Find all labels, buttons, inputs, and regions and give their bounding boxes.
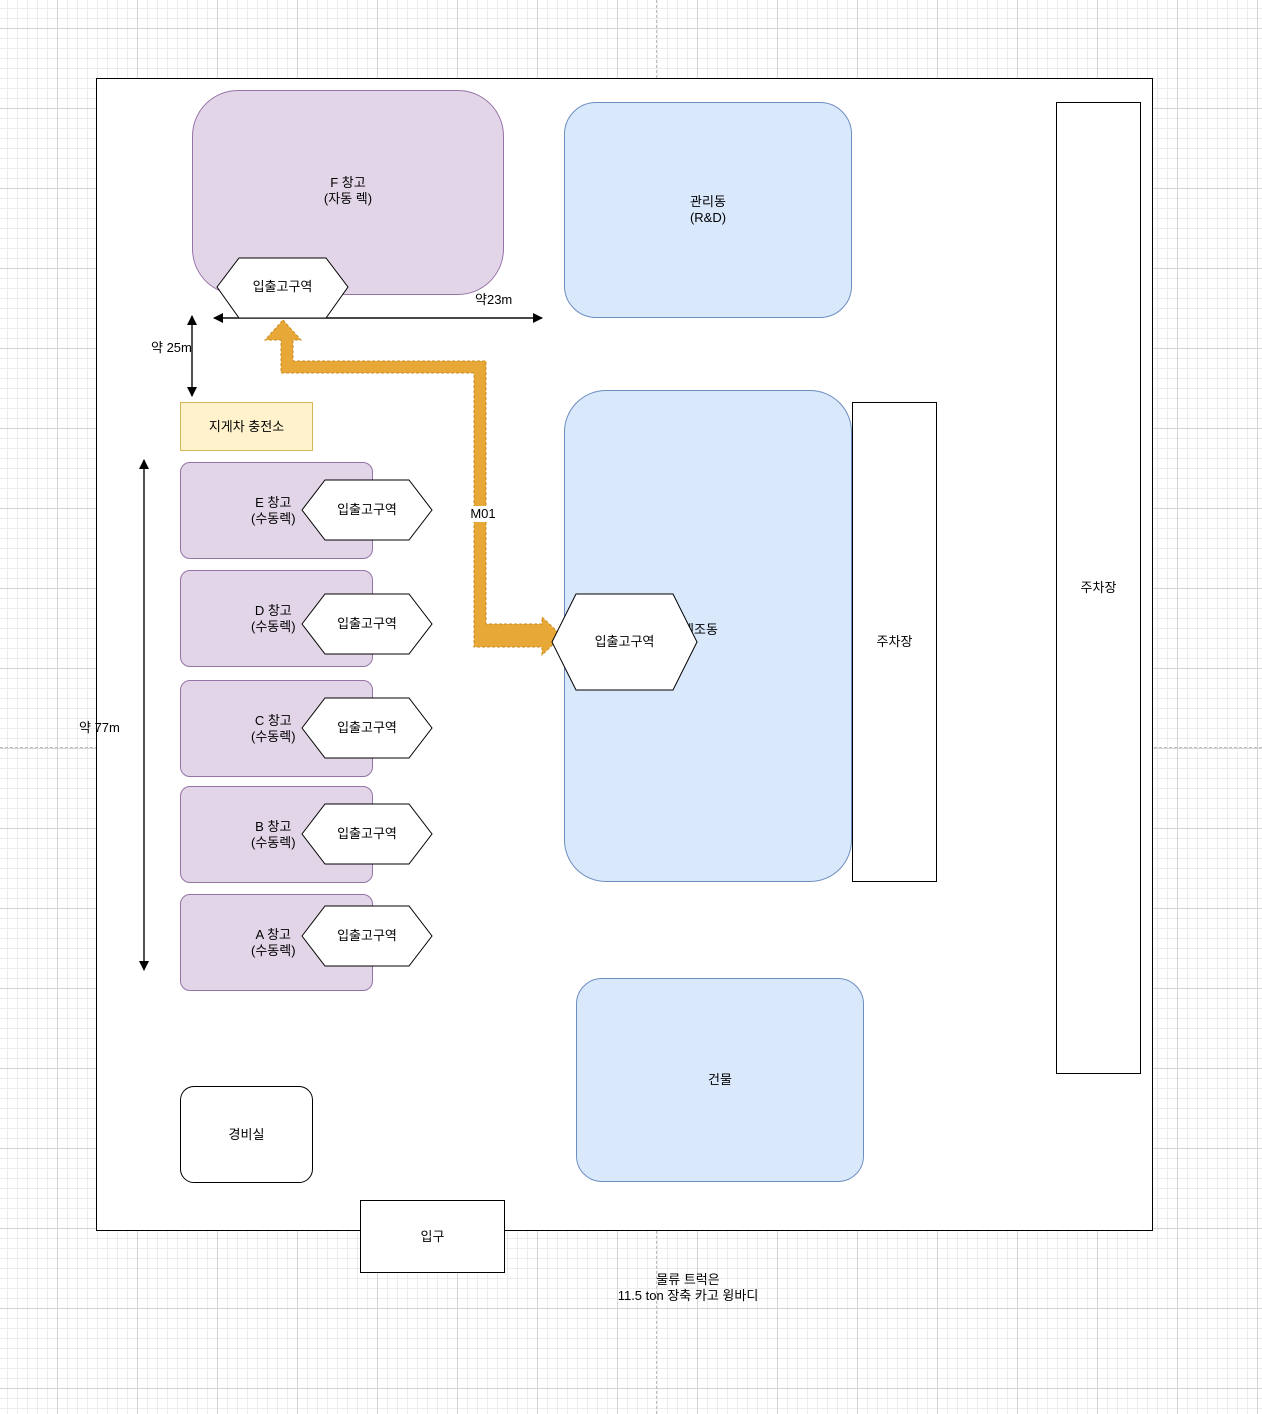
dock-label-a: 입출고구역 — [337, 928, 397, 943]
parking-lot-right-label: 주차장 — [1080, 580, 1117, 595]
dock-hexagon-a[interactable] — [301, 905, 433, 967]
entrance-label: 입구 — [420, 1228, 445, 1244]
dimension-label-25m: 약 25m — [151, 340, 192, 355]
route-label-m01: M01 — [464, 506, 502, 522]
warehouse-b-label: B 창고 (수동렉) — [251, 818, 296, 850]
building-label: 건물 — [708, 1072, 732, 1087]
dock-label-e: 입출고구역 — [337, 502, 397, 517]
dock-hexagon-b[interactable] — [301, 803, 433, 865]
forklift-charging-station-label: 지게차 충전소 — [208, 418, 285, 434]
dock-hexagon-d[interactable] — [301, 593, 433, 655]
warehouse-a-label: A 창고 (수동렉) — [251, 926, 296, 958]
dock-hexagon-c[interactable] — [301, 697, 433, 759]
warehouse-d-label: D 창고 (수동렉) — [251, 602, 296, 634]
building[interactable]: 건물 — [576, 978, 864, 1182]
warehouse-e-label: E 창고 (수동렉) — [251, 494, 296, 526]
dimension-label-width: 약23m — [475, 292, 513, 307]
dock-label-f: 입출고구역 — [252, 279, 313, 294]
guard-room-label: 경비실 — [228, 1126, 265, 1142]
dimension-label-77m: 약 77m — [79, 720, 120, 735]
dock-label-manufacturing: 입출고구역 — [594, 634, 655, 649]
admin-building-label: 관리동 (R&D) — [689, 194, 727, 225]
dock-hexagon-e[interactable] — [301, 479, 433, 541]
guard-room[interactable]: 경비실 — [180, 1086, 313, 1183]
dock-hexagon-f[interactable] — [216, 257, 349, 319]
warehouse-c-label: C 창고 (수동렉) — [251, 712, 296, 744]
dock-label-b: 입출고구역 — [337, 826, 397, 841]
truck-note: 물류 트럭은 11.5 ton 장축 카고 윙바디 — [617, 1272, 759, 1303]
parking-lot-middle-label: 주차장 — [876, 634, 913, 649]
forklift-charging-station[interactable]: 지게차 충전소 — [180, 402, 313, 451]
admin-building[interactable]: 관리동 (R&D) — [564, 102, 852, 318]
entrance[interactable]: 입구 — [360, 1200, 505, 1273]
dock-label-c: 입출고구역 — [337, 720, 397, 735]
dock-hexagon-manufacturing[interactable] — [551, 593, 698, 691]
parking-lot-right[interactable]: 주차장 — [1056, 102, 1141, 1074]
dock-label-d: 입출고구역 — [337, 616, 397, 631]
route-arrow-m01[interactable] — [283, 320, 486, 504]
parking-lot-middle[interactable]: 주차장 — [852, 402, 937, 882]
warehouse-f-label: F 창고 (자동 렉) — [323, 175, 373, 206]
